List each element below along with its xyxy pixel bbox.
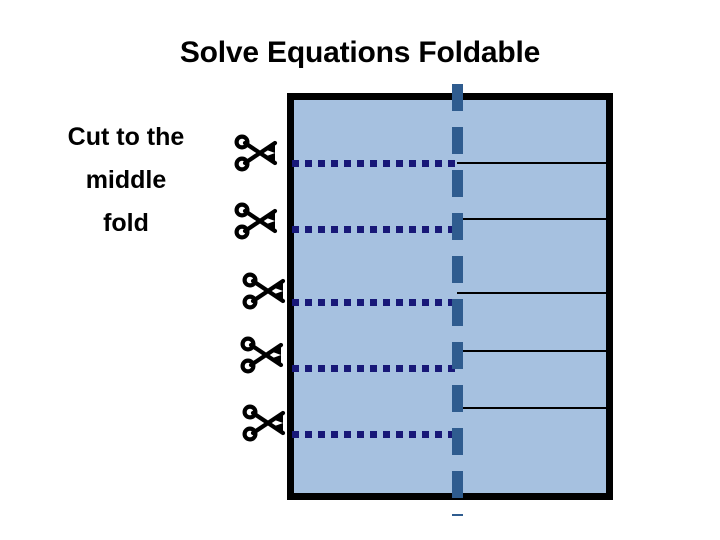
instruction-line-2: middle [85,166,167,194]
scissors-icon [231,129,283,181]
scissors-icon [239,267,291,319]
scissors-icon [231,197,283,249]
rule-line-5 [457,407,607,409]
rule-line-1 [457,162,607,164]
foldable-sheet [287,93,613,500]
cut-line-5 [292,431,460,438]
cut-line-1 [292,160,460,167]
middle-fold-line [452,84,463,516]
page-title: Solve Equations Foldable [179,36,541,69]
cut-line-3 [292,299,460,306]
scissors-icon [237,331,289,383]
rule-line-3 [457,292,607,294]
instruction-line-3: fold [103,209,149,237]
rule-line-4 [457,350,607,352]
instruction-line-1: Cut to the [67,123,185,151]
cut-line-4 [292,365,460,372]
scissors-icon [239,399,291,451]
instruction-text: Cut to the middle fold [30,116,222,245]
rule-line-2 [457,218,607,220]
cut-line-2 [292,226,460,233]
